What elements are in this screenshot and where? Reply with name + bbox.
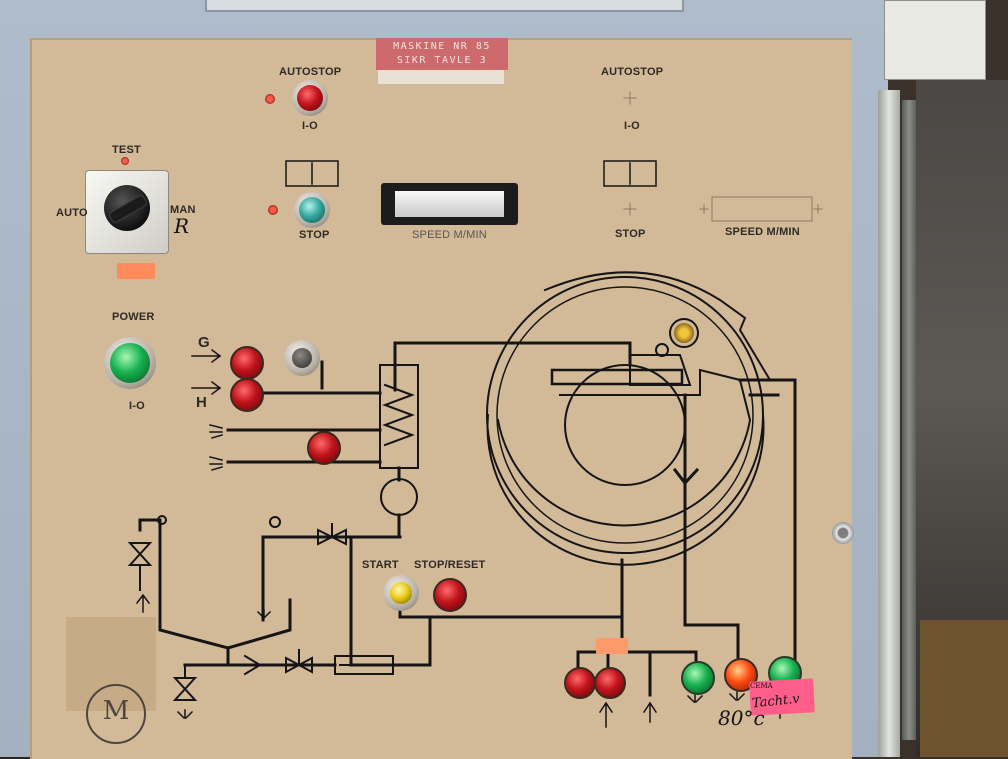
vertical-conduit (902, 100, 916, 740)
speed-label: SPEED M/MIN (412, 229, 487, 241)
adjacent-white-box (884, 0, 986, 80)
right-autostop-io-label: I-O (624, 120, 640, 132)
auto-man-selector-knob[interactable] (104, 185, 150, 231)
stop-reset-label: STOP/RESET (414, 559, 486, 571)
cabinet-top-window (205, 0, 684, 12)
background-floor (920, 620, 1008, 757)
power-label: POWER (112, 311, 155, 323)
heater-lamp (307, 431, 341, 465)
auto-label: AUTO (56, 207, 88, 219)
autostop-label: AUTOSTOP (279, 66, 342, 78)
machine-number-tag: MASKINE NR 85 SIKR TAVLE 3 (376, 38, 508, 70)
speed-display-screen (395, 191, 504, 217)
bottom-red-lamp-2 (594, 667, 626, 699)
speed-display (381, 183, 518, 225)
autostop-io-label: I-O (302, 120, 318, 132)
man-hand-mark: R (174, 214, 190, 238)
stop-button[interactable] (299, 197, 325, 223)
bottom-sticker (596, 638, 628, 654)
gas-g-label: G (198, 334, 210, 351)
temperature-note: 80°c (718, 706, 765, 730)
man-label: MAN (170, 204, 196, 216)
right-autostop-label: AUTOSTOP (601, 66, 664, 78)
test-label: TEST (112, 144, 141, 156)
sticker-top-text: CEMA (750, 682, 773, 690)
gas-h-label: H (196, 394, 208, 411)
right-stop-label: STOP (615, 228, 646, 240)
selector-knob-handle (107, 193, 149, 225)
tag-white-strip (378, 70, 504, 84)
orange-sticker (117, 263, 155, 279)
bottom-green-lamp-1 (681, 661, 715, 695)
auto-man-selector-plate (85, 170, 169, 254)
power-io-label: I-O (129, 400, 145, 412)
panel-screw (832, 522, 854, 544)
manufacturer-logo-mark: M (102, 696, 130, 726)
drum-indicator-lamp (674, 323, 694, 343)
right-speed-label: SPEED M/MIN (725, 226, 800, 238)
gas-h-lamp (230, 378, 264, 412)
start-label: START (362, 559, 399, 571)
stop-indicator-light (268, 205, 278, 215)
autostop-indicator-light (265, 94, 275, 104)
manufacturer-logo: M (86, 684, 146, 744)
stop-reset-button[interactable] (433, 578, 467, 612)
gas-g-lamp (230, 346, 264, 380)
bottom-red-lamp-1 (564, 667, 596, 699)
control-panel (30, 38, 852, 759)
gas-reset-button[interactable] (292, 348, 312, 368)
autostop-button[interactable] (297, 85, 323, 111)
start-button[interactable] (390, 582, 412, 604)
stop-label: STOP (299, 229, 330, 241)
test-indicator-light (121, 157, 129, 165)
vertical-pipe (878, 90, 900, 757)
tag-line-2: SIKR TAVLE 3 (396, 55, 488, 66)
power-button[interactable] (110, 343, 150, 383)
tag-line-1: MASKINE NR 85 (393, 41, 491, 52)
